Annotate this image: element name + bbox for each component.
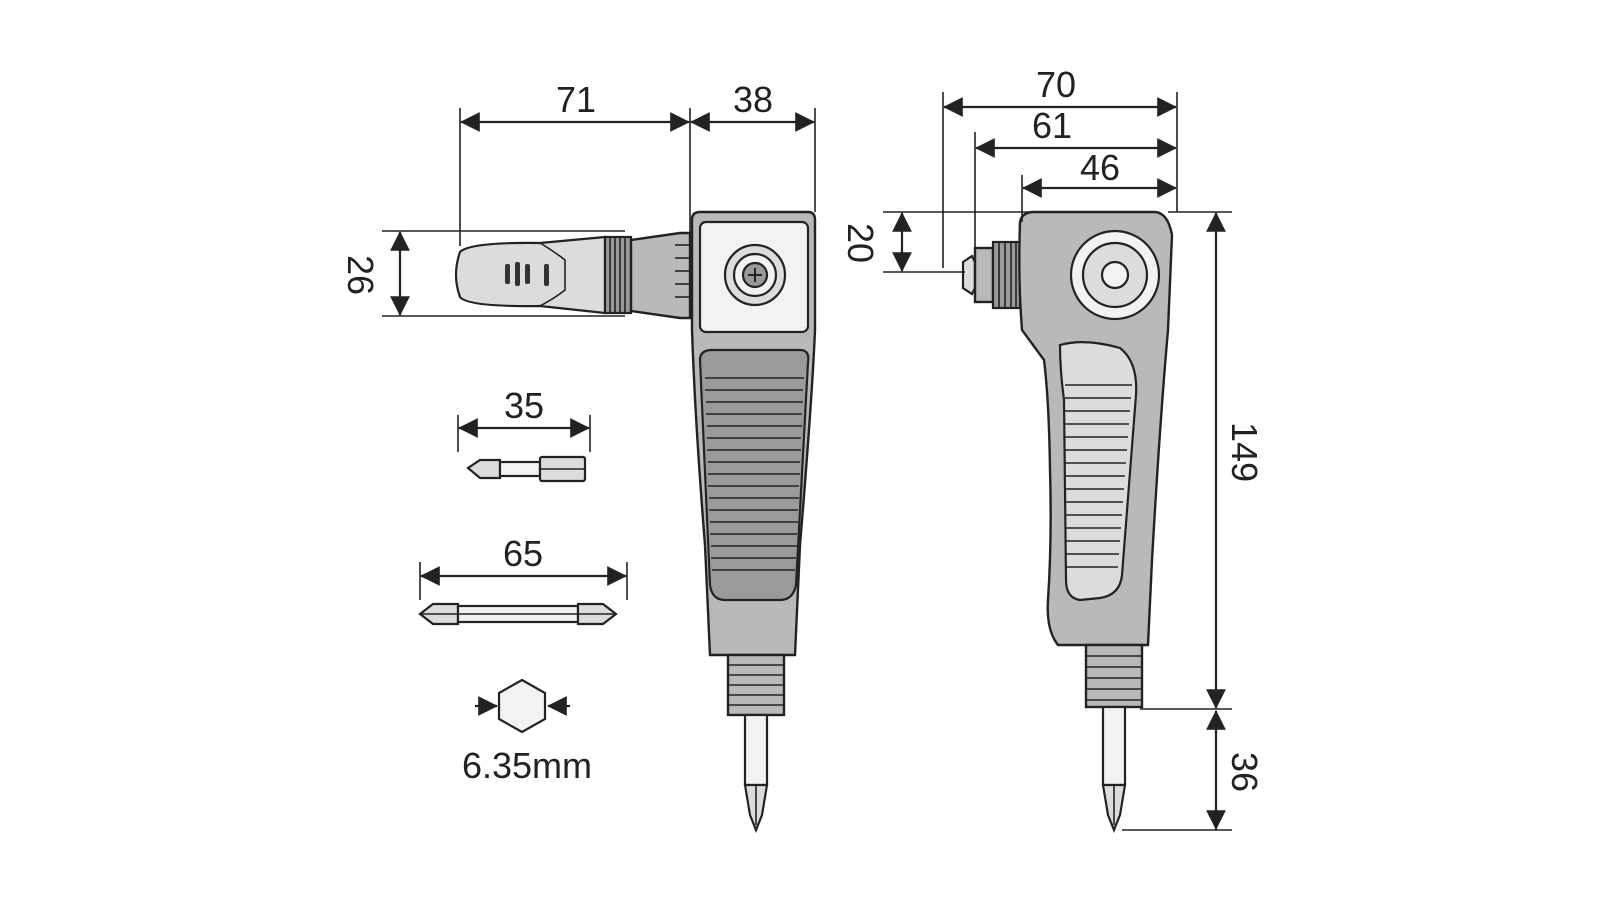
dim-side-total: 70 bbox=[1036, 64, 1076, 105]
dim-bit-long: 65 bbox=[503, 533, 543, 574]
dim-side-body-height: 149 bbox=[1224, 422, 1265, 482]
front-view bbox=[454, 210, 817, 833]
dim-hex-size: 6.35mm bbox=[462, 745, 592, 786]
dim-side-mid: 61 bbox=[1032, 105, 1072, 146]
dim-bit-short: 35 bbox=[504, 385, 544, 426]
dimension-lines bbox=[382, 92, 1232, 831]
side-bit bbox=[1084, 643, 1144, 833]
dim-side-inner: 46 bbox=[1080, 147, 1120, 188]
dim-front-bit-length: 71 bbox=[556, 79, 596, 120]
front-extension-sleeve bbox=[454, 231, 692, 320]
hex-shank-drawing bbox=[475, 678, 570, 734]
front-grip bbox=[698, 348, 810, 602]
dim-side-bit-height: 20 bbox=[840, 223, 881, 263]
bit-long-drawing bbox=[418, 602, 618, 626]
side-view bbox=[961, 210, 1174, 833]
dim-front-height: 26 bbox=[340, 255, 381, 295]
dim-side-bit-extend: 36 bbox=[1224, 752, 1265, 792]
side-collet bbox=[961, 240, 1022, 310]
dim-front-head-width: 38 bbox=[733, 79, 773, 120]
front-bit bbox=[726, 653, 786, 833]
bit-short-drawing bbox=[466, 455, 587, 483]
